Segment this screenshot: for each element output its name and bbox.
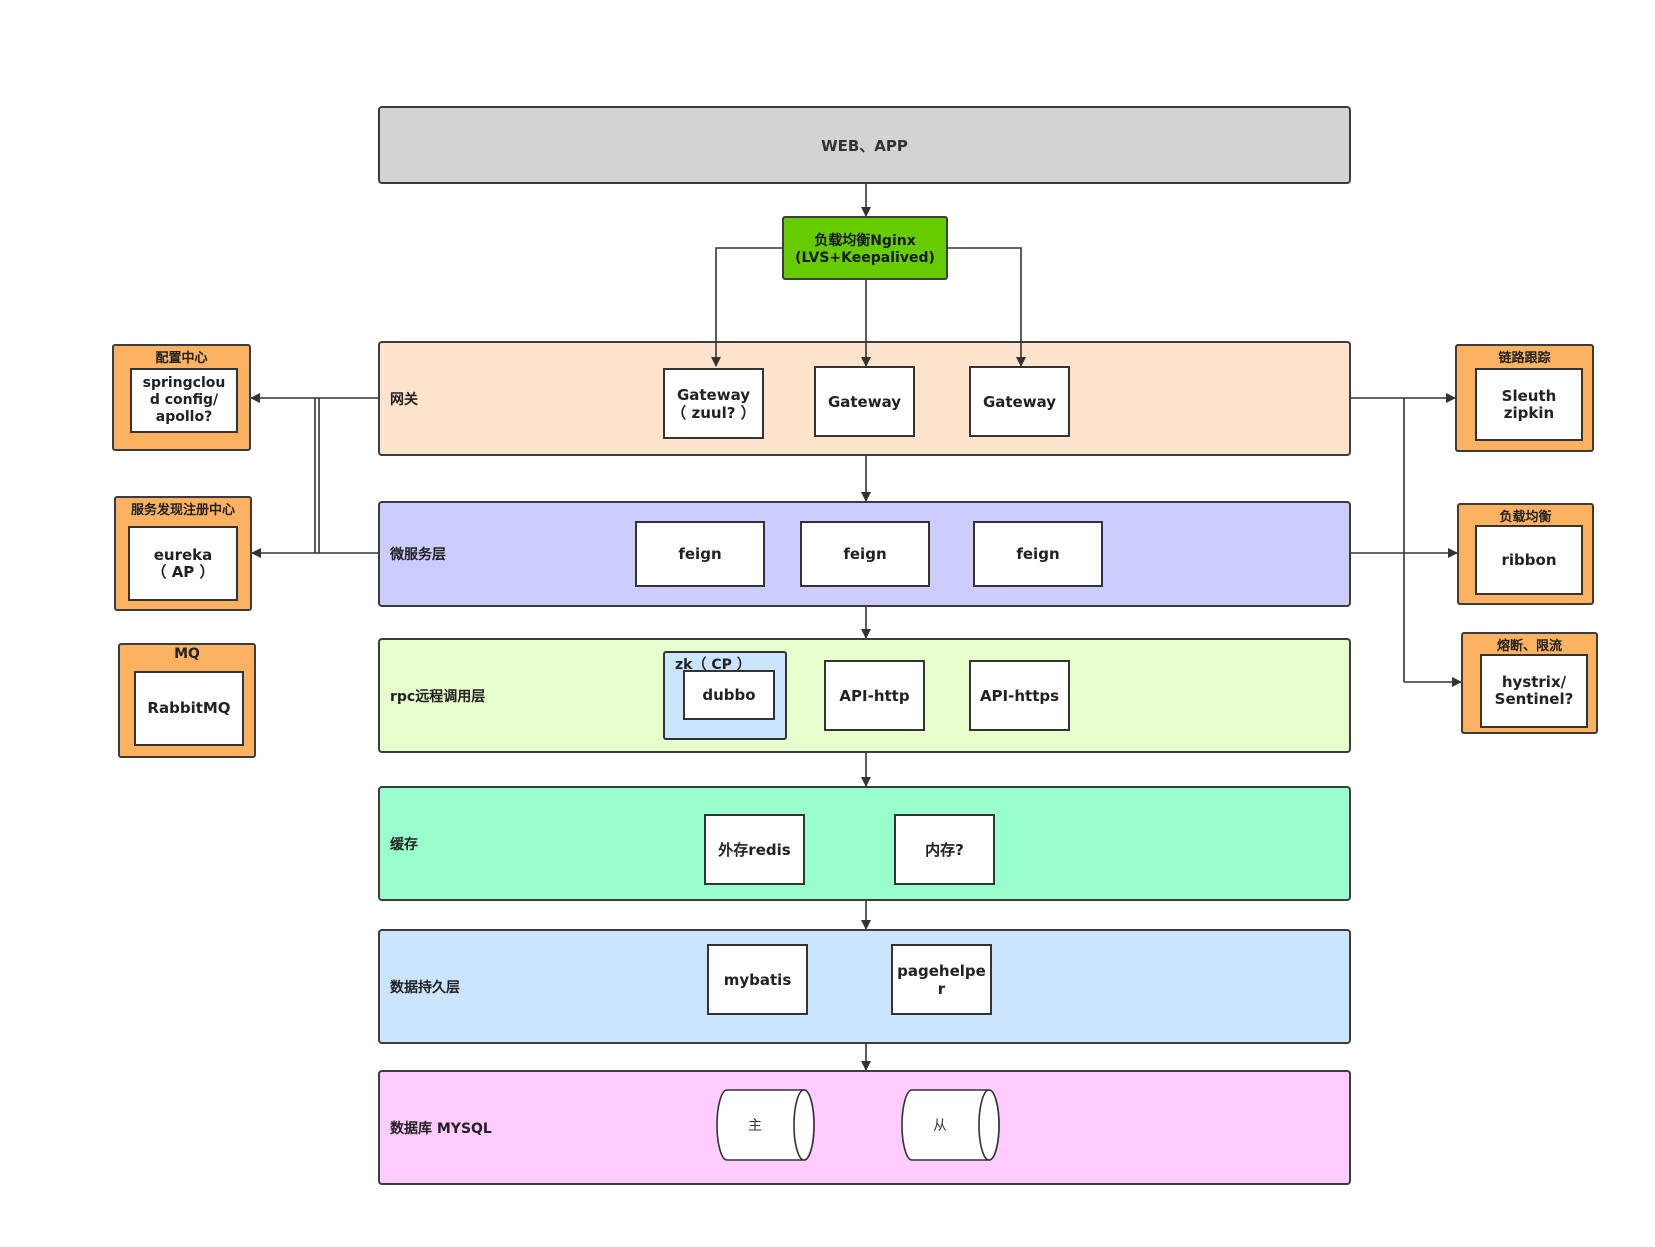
mybatis-label: mybatis	[723, 970, 792, 989]
gateway-label-3: Gateway	[982, 392, 1057, 411]
feign-label-1: feign	[678, 545, 722, 563]
memory-label: 内存?	[925, 840, 964, 859]
database-layer-label: 数据库 MYSQL	[390, 1120, 492, 1137]
feign-label-2: feign	[843, 545, 887, 563]
dubbo-box: dubbo	[683, 670, 775, 720]
config-center-text: springclou d config/ apollo?	[142, 375, 226, 425]
feign-box-3: feign	[973, 521, 1103, 587]
breaker-title: 熔断、限流	[1496, 639, 1562, 654]
gateway-zuul-box: Gateway （ zuul? ）	[663, 368, 764, 439]
gateway-label-2: Gateway	[827, 392, 902, 411]
pagehelper-box: pagehelpe r	[891, 944, 992, 1015]
persistence-layer-label: 数据持久层	[390, 979, 460, 996]
feign-box-2: feign	[800, 521, 930, 587]
cache-layer: 缓存	[378, 786, 1351, 901]
zk-label: zk（ CP ）	[675, 657, 751, 673]
registry-content: eureka （ AP ）	[128, 526, 238, 601]
feign-label-3: feign	[1016, 545, 1060, 563]
gateway-box-3: Gateway	[969, 366, 1070, 437]
persistence-layer: 数据持久层	[378, 929, 1351, 1044]
mybatis-box: mybatis	[707, 944, 808, 1015]
redis-label: 外存redis	[718, 840, 791, 859]
redis-box: 外存redis	[704, 814, 805, 885]
gateway-layer-label: 网关	[390, 391, 418, 408]
api-https-label: API-https	[979, 686, 1060, 705]
microservice-layer-label: 微服务层	[390, 547, 446, 563]
memory-box: 内存?	[894, 814, 995, 885]
feign-box-1: feign	[635, 521, 765, 587]
api-https-box: API-https	[969, 660, 1070, 731]
load-balancer-line1: 负载均衡Nginx	[814, 233, 916, 249]
client-label: WEB、APP	[821, 136, 908, 155]
breaker-panel: 熔断、限流 hystrix/ Sentinel?	[1461, 632, 1598, 734]
registry-panel: 服务发现注册中心 eureka （ AP ）	[114, 496, 252, 611]
trace-content: Sleuth zipkin	[1475, 368, 1583, 441]
load-balancer-line2: (LVS+Keepalived)	[795, 250, 935, 266]
load-balancer-box: 负载均衡Nginx (LVS+Keepalived)	[782, 216, 948, 280]
trace-panel: 链路跟踪 Sleuth zipkin	[1455, 344, 1594, 452]
pagehelper-label: pagehelpe r	[897, 961, 986, 998]
rpc-layer-label: rpc远程调用层	[390, 688, 486, 705]
trace-title: 链路跟踪	[1498, 351, 1551, 366]
balance-content: ribbon	[1475, 525, 1583, 595]
api-http-label: API-http	[839, 686, 910, 705]
config-center-content: springclou d config/ apollo?	[130, 368, 238, 433]
gateway-zuul-label: Gateway （ zuul? ）	[671, 385, 756, 422]
breaker-text: hystrix/ Sentinel?	[1494, 673, 1574, 708]
gateway-box-2: Gateway	[814, 366, 915, 437]
breaker-content: hystrix/ Sentinel?	[1480, 654, 1588, 728]
registry-text: eureka （ AP ）	[151, 545, 215, 581]
config-center-title: 配置中心	[155, 351, 208, 366]
mq-panel: MQ RabbitMQ	[118, 643, 256, 758]
balance-panel: 负载均衡 ribbon	[1457, 503, 1594, 605]
balance-title: 负载均衡	[1499, 510, 1552, 525]
mq-content: RabbitMQ	[134, 671, 244, 746]
cache-layer-label: 缓存	[390, 836, 418, 853]
client-layer: WEB、APP	[378, 106, 1351, 184]
mq-title: MQ	[174, 646, 200, 662]
registry-title: 服务发现注册中心	[130, 503, 235, 518]
mq-text: RabbitMQ	[147, 699, 231, 717]
microservice-layer: 微服务层	[378, 501, 1351, 607]
config-center-panel: 配置中心 springclou d config/ apollo?	[112, 344, 251, 451]
balance-text: ribbon	[1501, 550, 1557, 569]
api-http-box: API-http	[824, 660, 925, 731]
trace-text: Sleuth zipkin	[1501, 386, 1557, 422]
dubbo-label: dubbo	[702, 686, 756, 704]
database-layer: 数据库 MYSQL	[378, 1070, 1351, 1185]
